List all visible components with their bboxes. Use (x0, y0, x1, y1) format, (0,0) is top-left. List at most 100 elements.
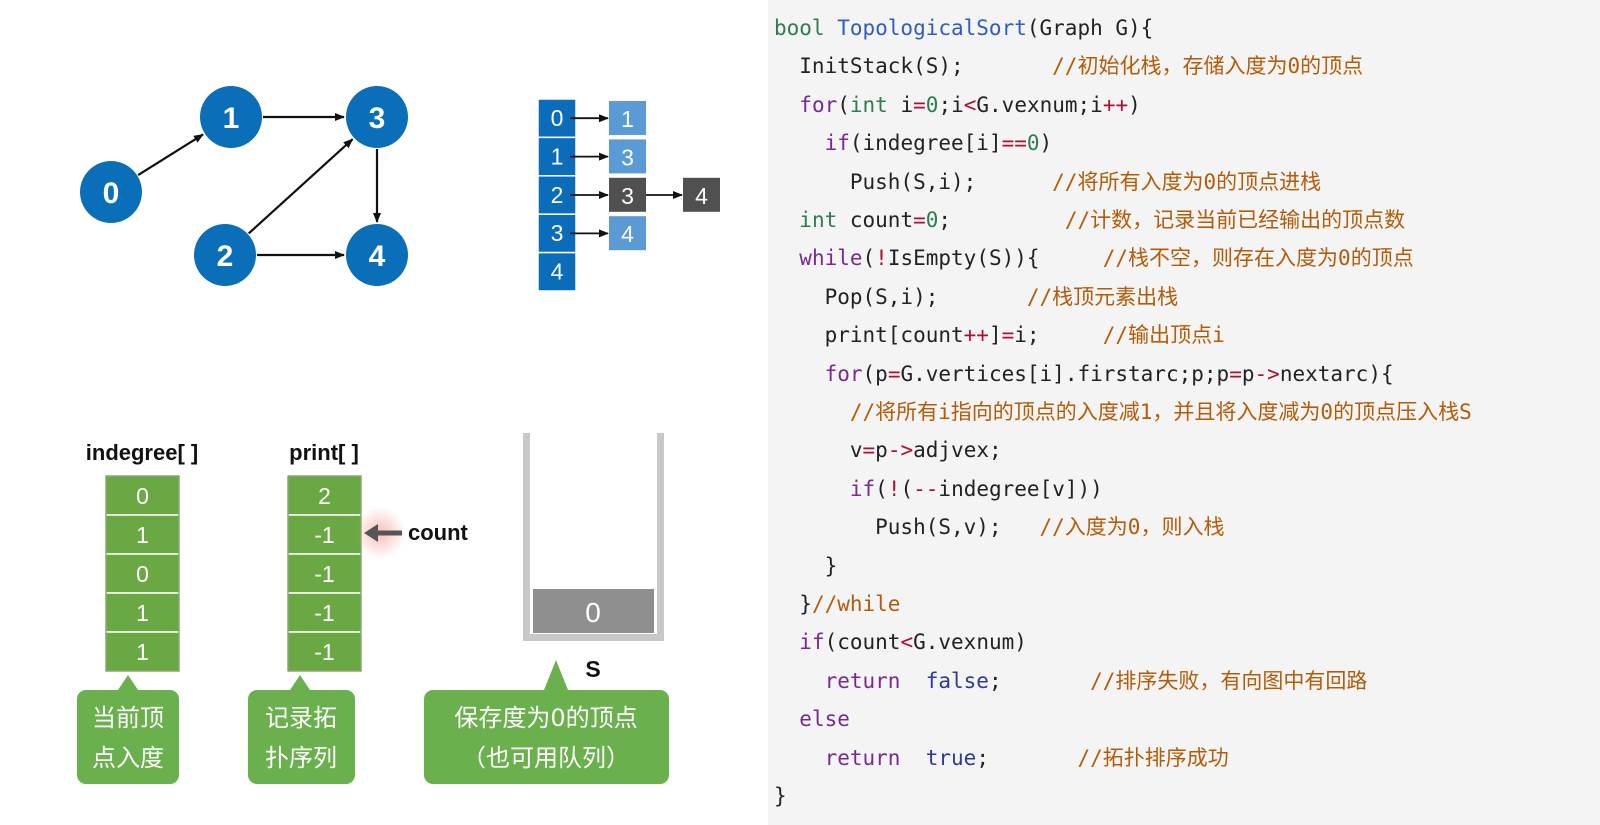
stack-label: S (585, 656, 600, 682)
code-line: Push(S,v); //入度为0，则入栈 (774, 514, 1224, 540)
code-token: -> (887, 438, 914, 463)
adj-vertex-label: 2 (551, 182, 564, 208)
code-token (774, 246, 799, 270)
code-token: //输出顶点i (1102, 323, 1225, 348)
code-token (774, 400, 850, 424)
adj-vertex-cell (537, 251, 577, 292)
adj-vertex-label: 4 (551, 259, 564, 285)
print-cell (287, 475, 362, 516)
indegree-cell-value: 0 (136, 483, 149, 509)
code-line: //将所有i指向的顶点的入度减1，并且将入度减为0的顶点压入栈S (774, 399, 1472, 425)
code-token: (p (862, 361, 888, 386)
code-token: ] (988, 323, 1002, 348)
code-token: InitStack(S); (774, 54, 1053, 79)
code-line: if(!(--indegree[v])) (774, 476, 1103, 502)
code-line: if(count<G.vexnum) (774, 629, 1027, 655)
code-token: false (925, 668, 989, 693)
indegree-cell-value: 1 (136, 600, 149, 626)
code-line: } (774, 553, 838, 579)
adj-node-box (609, 101, 646, 135)
code-token: //将所有i指向的顶点的入度减1，并且将入度减为0的顶点压入栈S (849, 400, 1472, 424)
print-cell-value: -1 (314, 639, 334, 665)
code-token: = (913, 92, 926, 117)
adj-vertex-cell (537, 98, 577, 139)
code-token: } (774, 784, 787, 808)
stack-s: 0 (523, 433, 664, 641)
print-array: 2-1-1-1-1 (287, 475, 362, 672)
stack-callout: 保存度为0的顶点 （也可用队列） (424, 660, 669, 784)
graph-node-label: 3 (369, 102, 386, 135)
code-token: ( (900, 476, 914, 501)
code-token: ; (988, 668, 1091, 693)
code-line: print[count++]=i; //输出顶点i (774, 322, 1225, 348)
print-border (287, 475, 362, 672)
code-token: ( (837, 92, 850, 117)
adj-node-label: 3 (621, 144, 634, 170)
graph-node-label: 1 (223, 102, 240, 135)
stack-item-value: 0 (585, 597, 601, 628)
graph-node-label: 2 (217, 240, 234, 273)
code-line: v=p->adjvex; (774, 437, 1002, 463)
code-token (774, 131, 825, 155)
adj-node-box (609, 216, 646, 251)
indegree-callout-line-2: 点入度 (92, 744, 164, 772)
print-callout: 记录拓 扑序列 (248, 675, 355, 784)
code-token: adjvex; (913, 438, 1002, 463)
code-token: count (837, 208, 914, 232)
code-line: if(indegree[i]==0) (774, 130, 1053, 156)
code-token: bool (774, 16, 838, 40)
code-line: InitStack(S); //初始化栈，存储入度为0的顶点 (774, 53, 1363, 79)
code-token: -- (913, 476, 939, 501)
code-token: ++ (1102, 92, 1129, 117)
code-token: print[count (774, 323, 964, 348)
print-cell-value: 2 (318, 483, 331, 509)
code-token: == (1001, 131, 1027, 156)
code-line: return false; //排序失败，有向图中有回路 (774, 668, 1368, 694)
print-cell-value: -1 (314, 561, 334, 587)
code-token: ; (976, 745, 1078, 770)
print-cell-value: -1 (314, 522, 334, 548)
code-token (774, 477, 850, 501)
code-token: -> (1254, 361, 1280, 386)
code-line: }//while (774, 591, 900, 617)
code-token: ! (887, 476, 901, 501)
code-token: G.vexnum;i (976, 92, 1103, 117)
adj-vertex-cell (537, 175, 577, 215)
code-token (774, 707, 799, 731)
code-token: for (824, 361, 863, 386)
code-panel: bool TopologicalSort(Graph G){ InitStack… (768, 0, 1600, 825)
graph-node-4 (346, 224, 408, 286)
graph-node-1 (200, 86, 262, 148)
adj-vertex-label: 1 (551, 143, 564, 169)
code-token: = (887, 361, 901, 386)
code-line: while(!IsEmpty(S)){ //栈不空，则存在入度为0的顶点 (774, 245, 1413, 271)
code-token: return (824, 668, 901, 693)
code-token: if (799, 630, 825, 655)
code-token (774, 362, 825, 386)
stack-callout-line-1: 保存度为0的顶点 (454, 704, 637, 732)
adj-vertex-label: 0 (551, 105, 564, 131)
code-token: ++ (963, 323, 989, 348)
code-token: = (1229, 361, 1242, 386)
code-line: int count=0; //计数，记录当前已经输出的顶点数 (774, 207, 1405, 233)
code-token: i; (1014, 323, 1103, 348)
code-token: G.vexnum) (913, 630, 1027, 655)
code-token (774, 669, 825, 693)
code-token: Push(S,i); (774, 169, 1053, 194)
code-token: nextarc){ (1279, 361, 1394, 386)
code-token: //将所有入度为0的顶点进栈 (1052, 169, 1322, 194)
graph-node-label: 0 (103, 177, 120, 210)
adj-node-label: 1 (621, 106, 634, 132)
code-token (900, 746, 925, 770)
code-token: = (862, 438, 876, 463)
code-line: Push(S,i); //将所有入度为0的顶点进栈 (774, 169, 1321, 195)
code-token: p (1241, 361, 1255, 386)
indegree-cell-value: 0 (136, 561, 149, 587)
code-token: if (824, 131, 850, 156)
graph-node-2 (194, 224, 256, 286)
graph-edge-2-3 (247, 138, 354, 235)
code-token: 0 (925, 92, 939, 117)
